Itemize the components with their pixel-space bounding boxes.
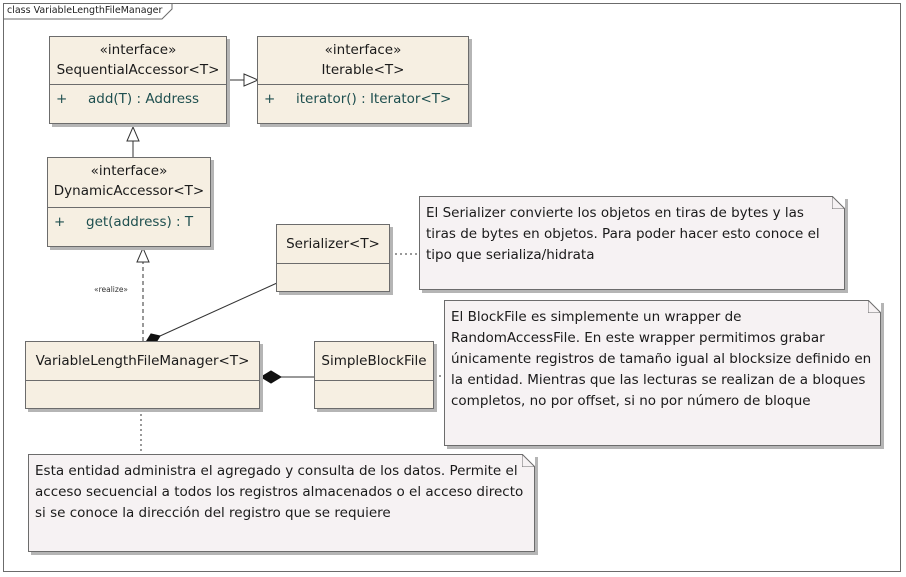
class-iterable[interactable]: «interface» Iterable<T> + iterator() : It… — [257, 36, 469, 124]
note-fold-icon — [832, 196, 845, 209]
iterable-op-signature: iterator() : Iterator<T> — [296, 91, 452, 107]
iterable-stereotype: «interface» — [324, 42, 402, 58]
sequential-name: SequentialAccessor<T> — [56, 62, 220, 78]
note-manager-text: Esta entidad administra el agregado y co… — [35, 463, 524, 521]
note-fold-icon — [522, 454, 535, 467]
dynamic-op-signature: get(address) : T — [86, 214, 194, 230]
note-serializer[interactable]: El Serializer convierte los objetos en t… — [419, 196, 845, 290]
blockfile-name: SimpleBlockFile — [321, 353, 427, 369]
dynamic-stereotype: «interface» — [90, 163, 168, 179]
frame-title: class VariableLengthFileManager — [7, 5, 163, 16]
sequential-operation: + add(T) : Address — [50, 85, 226, 109]
class-sequential-accessor[interactable]: «interface» SequentialAccessor<T> + add(T… — [49, 36, 227, 124]
class-variable-length-file-manager[interactable]: VariableLengthFileManager<T> — [25, 341, 260, 409]
class-serializer[interactable]: Serializer<T> — [276, 224, 390, 292]
realization-arrowhead — [136, 246, 150, 263]
note-serializer-text: El Serializer convierte los objetos en t… — [426, 205, 820, 263]
realize-label: «realize» — [94, 285, 129, 294]
serializer-name: Serializer<T> — [286, 236, 380, 252]
sequential-op-signature: add(T) : Address — [88, 91, 200, 107]
diagram-frame — [3, 3, 901, 572]
iterable-name: Iterable<T> — [321, 62, 405, 78]
note-fold-icon — [868, 300, 881, 313]
dynamic-op-visibility: + — [54, 214, 66, 230]
iterable-op-visibility: + — [264, 91, 276, 107]
manager-name: VariableLengthFileManager<T> — [35, 353, 250, 369]
iterable-operation: + iterator() : Iterator<T> — [258, 85, 468, 109]
sequential-stereotype: «interface» — [99, 42, 177, 58]
composition-line-serializer — [159, 282, 278, 337]
generalization-arrowhead-sequential — [126, 125, 140, 142]
sequential-op-visibility: + — [56, 91, 68, 107]
dynamic-operation: + get(address) : T — [48, 208, 210, 232]
generalization-arrowhead-iterable — [243, 73, 260, 87]
class-simple-block-file[interactable]: SimpleBlockFile — [314, 341, 434, 409]
class-dynamic-accessor[interactable]: «interface» DynamicAccessor<T> + get(addr… — [47, 157, 211, 247]
dynamic-name: DynamicAccessor<T> — [53, 183, 205, 199]
composition-diamond-blockfile — [260, 370, 282, 384]
note-manager[interactable]: Esta entidad administra el agregado y co… — [28, 454, 535, 552]
note-blockfile-text: El BlockFile es simplemente un wrapper d… — [451, 309, 872, 409]
note-blockfile[interactable]: El BlockFile es simplemente un wrapper d… — [444, 300, 881, 446]
